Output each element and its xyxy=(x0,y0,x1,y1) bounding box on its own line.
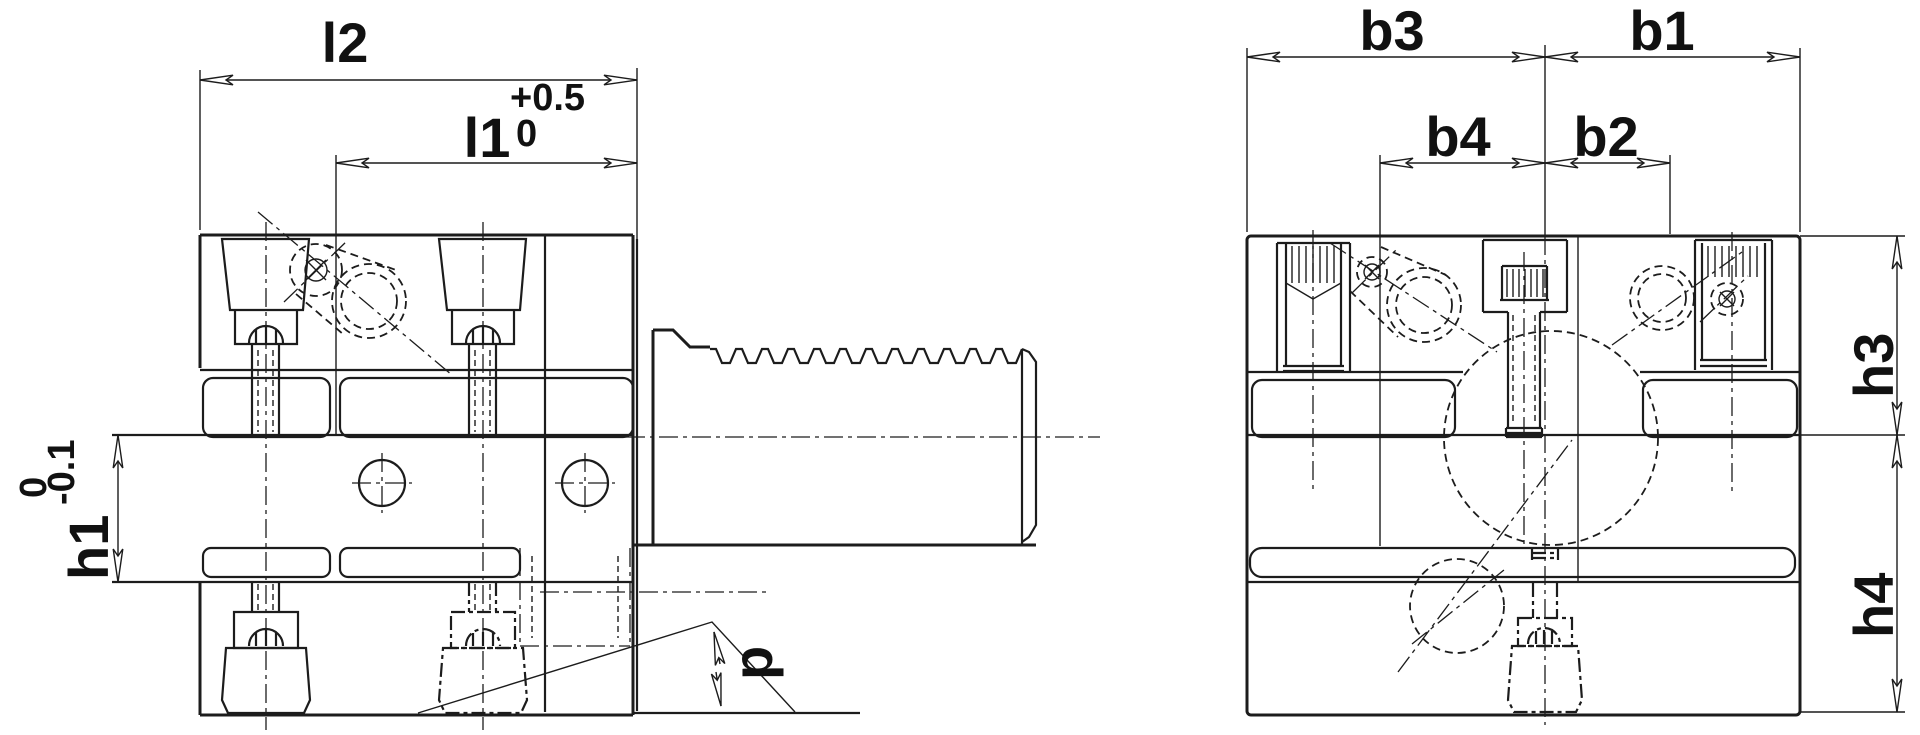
dim-label-h3: h3 xyxy=(1842,333,1905,398)
dim-label-l2: l2 xyxy=(322,11,369,74)
clamp-hole-2-crosshair xyxy=(555,453,615,513)
dim-label-h4: h4 xyxy=(1842,573,1905,638)
hidden-hole-large-outer xyxy=(331,263,407,339)
dim-label-b4: b4 xyxy=(1425,105,1490,168)
lower-rail-right xyxy=(338,546,522,579)
shank-end-cap xyxy=(1020,347,1038,545)
extension-lines-front xyxy=(1246,45,1905,713)
threaded-hole-left-cone xyxy=(1285,282,1342,300)
front-hole-axes-left xyxy=(1329,242,1498,353)
front-lower-rail xyxy=(1248,546,1797,579)
bottom-hole-axes xyxy=(1397,439,1573,673)
threaded-hole-right-outline xyxy=(1693,238,1774,370)
hidden-cartridge-outline xyxy=(519,548,770,647)
bottom-bolt-socket xyxy=(1526,626,1562,645)
front-insert-edges xyxy=(1379,236,1579,582)
side-clamp-holes xyxy=(352,453,615,513)
front-hole-right-outer xyxy=(1629,265,1695,331)
hidden-cartridge xyxy=(519,548,770,647)
hidden-shank-circle xyxy=(1443,330,1659,546)
upper-rail-right xyxy=(338,376,635,439)
bottom-bolt-head xyxy=(1506,644,1584,714)
dim-label-b1: b1 xyxy=(1629,0,1694,62)
hole-tangent-lines xyxy=(295,244,397,335)
angled-clamp-holes-hidden xyxy=(257,211,453,376)
front-angled-holes-left xyxy=(1329,242,1498,353)
front-hole-small-outer xyxy=(1356,256,1388,288)
front-horizontal-edges xyxy=(1247,370,1800,584)
dim-label-angle: p xyxy=(721,646,784,680)
front-threaded-hole-right xyxy=(1611,238,1774,370)
dim-label-b2: b2 xyxy=(1573,105,1638,168)
side-view-dimensions: l2 l1 +0.5 0 h1 0 -0.1 p xyxy=(13,11,784,680)
front-center-clamp-screw xyxy=(1481,238,1569,439)
front-view-dimensions: b3 b1 b4 b2 h3 h4 xyxy=(1246,0,1905,713)
side-view: l2 l1 +0.5 0 h1 0 -0.1 p xyxy=(13,11,1100,730)
front-hole-right-inner xyxy=(1637,273,1687,323)
front-hole-right-small-inner xyxy=(1718,290,1736,308)
bottom-chamfer xyxy=(417,621,796,714)
front-centerlines xyxy=(1312,230,1733,725)
front-hole-right-small xyxy=(1710,282,1744,316)
bottom-bolt-rail-pass xyxy=(1530,548,1560,560)
chamfer-edges xyxy=(417,621,796,714)
front-hole-small-inner xyxy=(1363,263,1381,281)
center-screw-shaft xyxy=(1506,312,1542,428)
hidden-hole-small-outer xyxy=(289,243,343,297)
dim-h1-tol-upper: 0 xyxy=(13,477,55,498)
hidden-hole-large-inner xyxy=(340,272,398,330)
dim-label-l1: l1 xyxy=(464,106,511,169)
dim-label-b3: b3 xyxy=(1359,0,1424,62)
front-bottom-bolt-phantom xyxy=(1506,548,1584,714)
angle-arrow-lower xyxy=(710,671,722,707)
extension-lines-side xyxy=(199,68,638,435)
hidden-cartridge-bore xyxy=(531,556,619,638)
front-hole-large-inner xyxy=(1395,276,1453,334)
shank-serration xyxy=(710,347,1024,365)
front-hole-axes-right xyxy=(1611,251,1749,346)
front-upper-rail-right xyxy=(1641,378,1799,439)
clamp-hole-1-crosshair xyxy=(352,453,412,513)
angle-arrow-upper xyxy=(713,631,726,666)
dim-l1-tol-lower: 0 xyxy=(516,113,537,155)
dim-l1-tol-upper: +0.5 xyxy=(510,77,585,119)
front-hole-tangents-left xyxy=(1349,246,1447,338)
front-hole-large-outer xyxy=(1386,267,1462,343)
dim-label-h1: h1 xyxy=(57,515,120,580)
tool-slot-lines xyxy=(112,433,633,584)
side-view-body-outline xyxy=(198,233,635,717)
dim-h1-tol-lower: -0.1 xyxy=(41,440,83,505)
center-screw-shaft-thread xyxy=(1512,315,1536,425)
hole-axis-lines xyxy=(257,211,453,376)
center-screw-thread-hatch xyxy=(1506,269,1544,297)
screw-centerlines-side xyxy=(265,222,484,730)
center-screw-pocket xyxy=(1481,238,1569,314)
hidden-bottom-hole-circle xyxy=(1409,558,1505,654)
front-body-outline xyxy=(1245,234,1802,717)
vdi-shank xyxy=(560,328,1100,547)
front-upper-rail-left xyxy=(1250,378,1457,439)
front-view: b3 b1 b4 b2 h3 h4 xyxy=(1245,0,1905,725)
